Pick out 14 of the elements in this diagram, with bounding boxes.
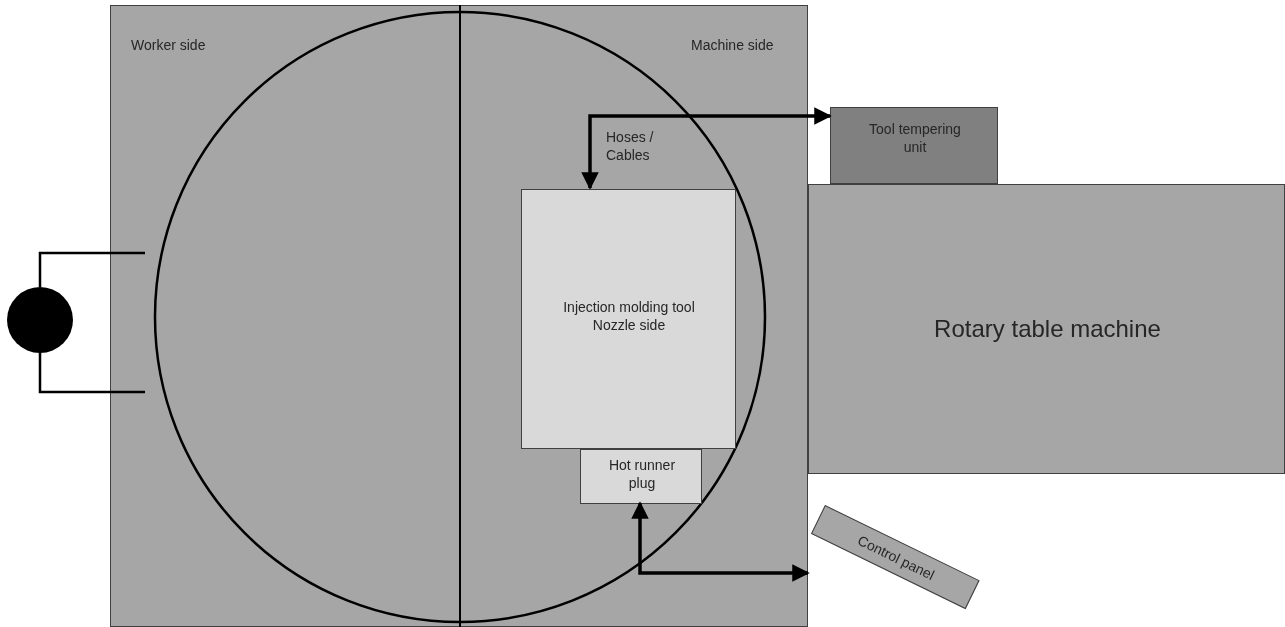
tool-box	[521, 189, 736, 449]
node-label: Rotary table machine	[933, 314, 1162, 344]
node-label: Tool tempering unit	[868, 120, 962, 157]
node-label: Injection molding tool Nozzle side	[562, 298, 696, 335]
machine-box	[808, 184, 1285, 474]
arrow	[581, 107, 832, 190]
plug-box	[580, 449, 702, 504]
arrow	[631, 501, 810, 582]
node-label: Machine side	[691, 36, 775, 55]
node-label: Worker side	[131, 36, 207, 55]
tempering-unit-box	[830, 107, 998, 184]
node-label: Hot runner plug	[607, 456, 677, 493]
connector-line	[38, 251, 145, 287]
connector-line	[38, 353, 145, 394]
